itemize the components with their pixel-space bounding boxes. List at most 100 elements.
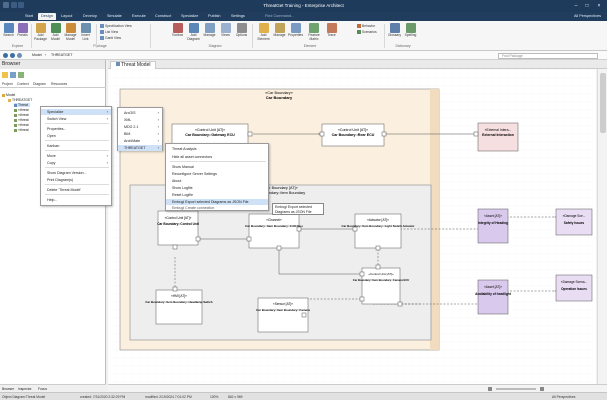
tab-resources[interactable]: Resources <box>51 82 68 86</box>
tab-context[interactable]: Context <box>17 82 29 86</box>
breadcrumb-model[interactable]: Model <box>32 53 42 57</box>
tab-execute[interactable]: Execute <box>132 14 146 18</box>
perspective-selector[interactable]: All Perspectives <box>573 14 601 18</box>
portals-button[interactable]: Portals <box>15 23 30 38</box>
new-package-icon[interactable] <box>2 72 8 78</box>
insert-link-button[interactable]: Insert Link <box>78 23 93 41</box>
zoom-out-icon[interactable] <box>488 387 492 391</box>
tab-specialize[interactable]: Specialize <box>181 14 199 18</box>
menu-item-hide-asset-connectors[interactable]: Hide all asset connectors <box>172 155 213 159</box>
menu-item-help[interactable]: Help... <box>47 198 58 202</box>
maximize-icon[interactable]: □ <box>585 3 589 9</box>
command-search[interactable]: Find Command... <box>265 14 295 18</box>
menu-item-move[interactable]: Move› <box>47 153 108 158</box>
node-camera-ecu[interactable]: «Control Unit [AT]» Car Boundary::Item B… <box>353 267 410 305</box>
new-diagram-icon[interactable] <box>10 72 16 78</box>
add-diagram-button[interactable]: Add Diagram <box>186 23 201 41</box>
node-headlamp-switch[interactable]: «HMI [AT]» Car Boundary::Item Boundary::… <box>145 289 213 325</box>
node-availability-asset[interactable]: «Asset [AT]» Availability of headlight <box>475 279 512 315</box>
tab-start[interactable]: Start <box>25 14 34 18</box>
menu-item-copy[interactable]: Copy› <box>47 160 108 165</box>
submenu-item-mdg[interactable]: MDG 2.1› <box>124 124 159 129</box>
manage-diagram-button[interactable]: Manage <box>202 23 217 38</box>
node-safety-issues[interactable]: «Damage Sce... Safety Issues <box>555 208 593 236</box>
forward-icon[interactable] <box>10 53 15 58</box>
node-camera-sensor[interactable]: «Sensor [AT]» Car Boundary::Item Boundar… <box>256 297 310 333</box>
add-element-button[interactable]: Add Element <box>256 23 271 41</box>
node-light-switch-actuator[interactable]: «Actuator [AT]» Car Boundary::Item Bound… <box>342 213 416 249</box>
tree-node-threat[interactable]: «threat <box>14 128 29 132</box>
minimize-icon[interactable]: – <box>574 3 578 9</box>
node-rear-ecu[interactable]: «Control Unit [AT]» Car Boundary::Rear E… <box>321 123 385 147</box>
scroll-thumb[interactable] <box>600 73 606 133</box>
submenu-item-xml[interactable]: XML› <box>124 117 159 122</box>
toolbox-button[interactable]: Toolbox <box>170 23 185 38</box>
add-package-button[interactable]: Add Package <box>33 23 48 41</box>
tree-node-threatget[interactable]: THREATGET <box>8 98 32 102</box>
glossary-button[interactable]: Glossary <box>387 23 402 38</box>
find-package-input[interactable]: Find Package <box>498 52 598 59</box>
tab-settings[interactable]: Settings <box>231 14 245 18</box>
behavior-button[interactable]: Behavior <box>357 24 375 29</box>
specification-view-button[interactable]: Specification View <box>100 24 132 29</box>
vertical-scrollbar[interactable] <box>597 69 607 384</box>
submenu-item-arcgis[interactable]: ArcGIS› <box>124 110 159 115</box>
node-can-bus[interactable]: «Channel» Car Boundary::Item Boundary::C… <box>245 213 303 249</box>
tab-inspector[interactable]: Inspector <box>18 387 32 391</box>
menu-item-delete[interactable]: Delete 'Threat Model' <box>47 188 81 192</box>
add-model-button[interactable]: Add Model <box>48 23 63 41</box>
tab-layout[interactable]: Layout <box>61 14 73 18</box>
menu-item-reconfigure-server[interactable]: Reconfigure Server Settings <box>172 172 217 176</box>
home-icon[interactable] <box>17 53 22 58</box>
node-control-unit[interactable]: «Control Unit [AT]» Car Boundary::Contro… <box>157 210 200 246</box>
menu-item-show-diagram-version[interactable]: Show Diagram Version... <box>47 171 87 175</box>
manage-element-button[interactable]: Manage <box>272 23 287 38</box>
close-icon[interactable]: × <box>597 3 601 9</box>
menu-item-reset-logfile[interactable]: Reset Logfile <box>172 193 193 197</box>
back-icon[interactable] <box>3 53 8 58</box>
tree-node-threat-model[interactable]: Threat <box>14 103 30 107</box>
zoom-slider[interactable] <box>496 388 536 390</box>
tree-node-threat[interactable]: «threat <box>14 108 29 112</box>
scenarios-button[interactable]: Scenarios <box>357 30 377 35</box>
menu-item-embugi-create-connection[interactable]: Embugi Create connection <box>172 206 215 210</box>
node-integrity-asset[interactable]: «Asset [AT]» Integrity of Heading <box>477 208 509 244</box>
menu-item-threat-analysis[interactable]: Threat Analysis <box>172 147 197 151</box>
tab-threat-model[interactable]: Threat Model <box>110 61 157 69</box>
search-button[interactable]: Search <box>1 23 16 38</box>
tab-simulate[interactable]: Simulate <box>107 14 122 18</box>
menu-item-switch-view[interactable]: Switch View› <box>47 116 108 121</box>
zoom-in-icon[interactable] <box>540 387 544 391</box>
tab-construct[interactable]: Construct <box>155 14 172 18</box>
views-button[interactable]: Views <box>218 23 233 38</box>
submenu-item-archimate[interactable]: ArchiMate› <box>124 138 159 143</box>
menu-item-kanban[interactable]: Kanban <box>47 144 60 148</box>
menu-item-embugi-export[interactable]: Embugi Export selected Diagrams as JSON … <box>166 199 268 205</box>
feature-matrix-button[interactable]: Feature Matrix <box>305 23 323 41</box>
tab-browser[interactable]: Browser <box>2 387 15 391</box>
trace-button[interactable]: Trace <box>324 23 339 38</box>
tree-node-model[interactable]: Model <box>2 93 15 97</box>
tab-publish[interactable]: Publish <box>208 14 221 18</box>
undo-icon[interactable] <box>18 2 24 8</box>
diagram-canvas[interactable]: «Car Boundary» Car Boundary «Car Boundar… <box>108 69 596 384</box>
menu-item-print-diagram[interactable]: Print Diagram(s) <box>47 178 74 182</box>
gantt-view-button[interactable]: Gantt View <box>100 36 121 41</box>
tab-design[interactable]: Design <box>38 13 56 20</box>
tab-project[interactable]: Project <box>2 82 13 86</box>
new-element-icon[interactable] <box>18 72 24 78</box>
manage-model-button[interactable]: Manage Model <box>63 23 78 41</box>
tree-node-threat[interactable]: «threat <box>14 113 29 117</box>
menu-item-open[interactable]: Open <box>47 134 56 138</box>
submenu-item-threatget[interactable]: THREATGET› <box>118 145 162 151</box>
breadcrumb-threatget[interactable]: THREATGET <box>51 53 73 57</box>
node-operation-issues[interactable]: «Damage Scena... Operation Issues <box>555 274 593 302</box>
menu-item-properties[interactable]: Properties... <box>47 127 67 131</box>
properties-button[interactable]: Properties <box>288 23 303 38</box>
tree-node-threat[interactable]: «threat <box>14 118 29 122</box>
tree-node-threat[interactable]: «threat <box>14 123 29 127</box>
options-button[interactable]: Options <box>234 23 249 38</box>
status-perspective[interactable]: All Perspectives <box>552 395 576 399</box>
tab-focus[interactable]: Focus <box>38 387 47 391</box>
connector-bus-cu3[interactable] <box>278 249 373 275</box>
